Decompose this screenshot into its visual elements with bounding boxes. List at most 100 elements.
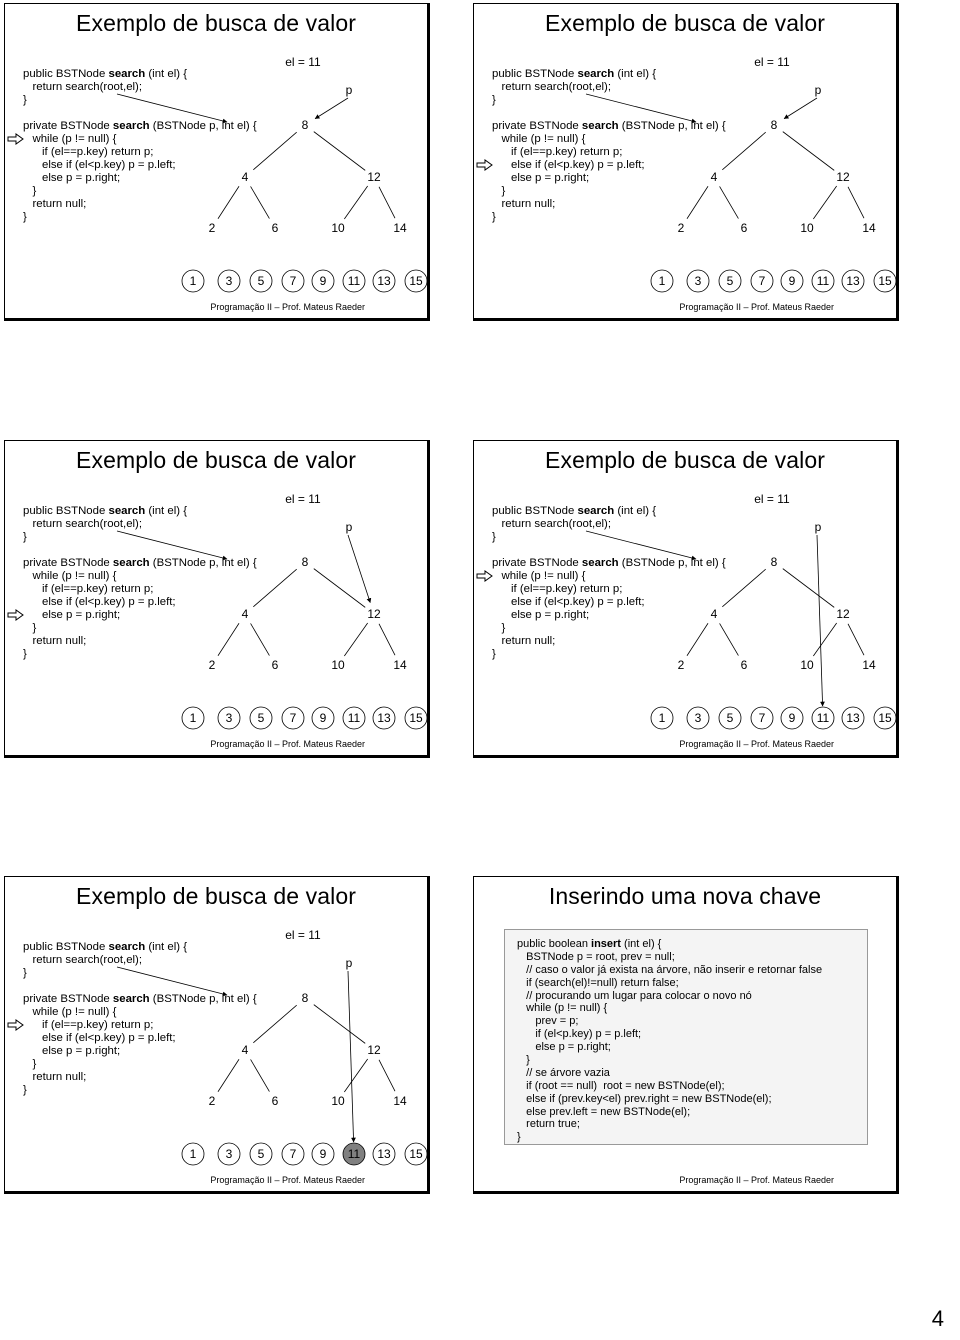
slide-1: Exemplo de busca de valor public BSTNode… [4, 3, 430, 321]
tree-node-14: 14 [393, 221, 407, 235]
node-label: 12 [836, 607, 850, 621]
code-keyword: search [577, 505, 615, 517]
tree-node-4: 4 [711, 170, 718, 184]
code-text: if (search(el)!=null) return false; [517, 976, 679, 989]
tree-node-4: 4 [242, 607, 249, 621]
code-line: else if (prev.key<el) prev.right = new B… [517, 1093, 822, 1106]
node-label: 15 [409, 711, 423, 725]
tree-node-10: 10 [331, 658, 345, 672]
tree-edge [813, 185, 837, 220]
code-text: private BSTNode [492, 557, 582, 569]
tree-node-9: 9 [311, 706, 335, 730]
code-line: if (el==p.key) return p; [23, 583, 257, 596]
tree-node-7: 7 [281, 269, 305, 293]
tree-node-13: 13 [372, 706, 396, 730]
code-text: return null; [23, 635, 87, 647]
code-block: public BSTNode search (int el) { return … [23, 505, 257, 661]
node-label: 11 [348, 274, 361, 288]
node-label: 1 [659, 711, 666, 725]
code-text: } [23, 531, 27, 543]
code-text: else p = p.right; [23, 1045, 121, 1057]
node-label: 4 [242, 170, 249, 184]
code-text: while (p != null) { [517, 1002, 608, 1015]
node-circle [281, 1142, 305, 1166]
call-arrow [116, 966, 228, 997]
call-arrow [585, 93, 697, 124]
slide-3: Exemplo de busca de valor public BSTNode… [4, 440, 430, 758]
node-circle [372, 706, 396, 730]
node-label: 4 [711, 607, 718, 621]
code-line: } [492, 648, 726, 661]
code-text: } [23, 1058, 37, 1070]
node-label: 1 [190, 711, 197, 725]
code-text: } [492, 648, 496, 660]
code-line: else if (el<p.key) p = p.left; [23, 596, 257, 609]
tree-node-3: 3 [217, 269, 241, 293]
code-text: if (el==p.key) return p; [23, 583, 154, 595]
node-label: 15 [409, 1147, 423, 1161]
tree-node-13: 13 [841, 706, 865, 730]
tree-edge [344, 185, 368, 220]
node-circle [342, 269, 366, 293]
code-text: if (el==p.key) return p; [23, 1019, 154, 1031]
p-label: p [346, 520, 353, 534]
code-text: } [492, 185, 506, 197]
code-line: while (p != null) { [23, 1006, 257, 1019]
node-circle [873, 706, 897, 730]
p-pointer-arrow [816, 534, 825, 707]
node-label: 13 [846, 711, 860, 725]
code-text: } [23, 967, 27, 979]
tree-node-7: 7 [750, 706, 774, 730]
node-label: 6 [272, 1094, 279, 1108]
node-circle [718, 706, 742, 730]
tree-node-5: 5 [249, 269, 273, 293]
tree-edge [378, 623, 396, 656]
tree-node-10: 10 [331, 221, 345, 235]
tree-node-9: 9 [311, 1142, 335, 1166]
code-line: else prev.left = new BSTNode(el); [517, 1106, 822, 1119]
tree-node-4: 4 [242, 170, 249, 184]
node-label: 3 [695, 711, 702, 725]
code-line: } [23, 94, 257, 107]
code-line: } [492, 531, 726, 544]
code-text: } [23, 622, 37, 634]
code-text: else if (prev.key<el) prev.right = new B… [517, 1092, 772, 1105]
code-text: return null; [492, 635, 556, 647]
code-text: while (p != null) { [492, 133, 586, 145]
node-label: 6 [741, 221, 748, 235]
slide-title: Exemplo de busca de valor [76, 10, 356, 36]
code-line: } [23, 1084, 257, 1097]
tree-node-2: 2 [678, 221, 685, 235]
node-label: 12 [367, 170, 381, 184]
node-label: 9 [320, 711, 327, 725]
node-circle [249, 706, 273, 730]
tree-node-14: 14 [862, 658, 876, 672]
tree-node-3: 3 [686, 706, 710, 730]
node-circle [650, 269, 674, 293]
code-text: (BSTNode p, int el) { [618, 120, 726, 132]
node-circle [249, 269, 273, 293]
code-line: } [517, 1131, 822, 1144]
node-label: 5 [258, 1147, 265, 1161]
node-label: 12 [836, 170, 850, 184]
code-text: public BSTNode [23, 505, 109, 517]
highlighted-node-circle [342, 1142, 366, 1166]
node-circle [372, 269, 396, 293]
tree-node-1: 1 [650, 706, 674, 730]
code-text: // se árvore vazia [517, 1066, 610, 1079]
slide-title: Exemplo de busca de valor [76, 883, 356, 909]
tree-node-12: 12 [367, 607, 381, 621]
tree-node-11: 11 [342, 706, 366, 730]
code-text: else p = p.right; [23, 172, 121, 184]
code-text: public BSTNode [492, 68, 578, 80]
code-text: } [517, 1131, 521, 1144]
code-text: return null; [23, 198, 87, 210]
node-label: 2 [209, 658, 216, 672]
node-label: 13 [377, 711, 391, 725]
node-circle [249, 1142, 273, 1166]
code-line: else p = p.right; [23, 172, 257, 185]
node-label: 1 [190, 274, 197, 288]
code-keyword: search [581, 120, 619, 132]
node-circle [873, 269, 897, 293]
